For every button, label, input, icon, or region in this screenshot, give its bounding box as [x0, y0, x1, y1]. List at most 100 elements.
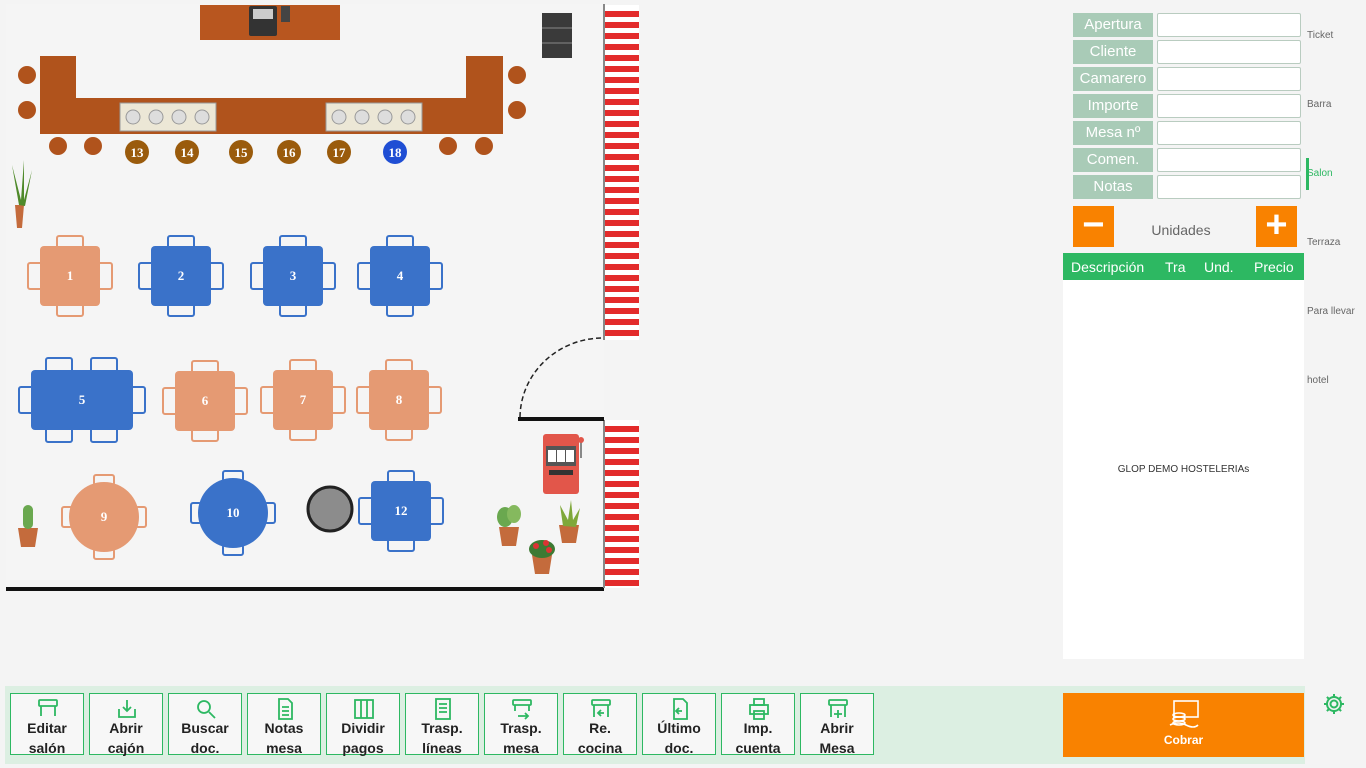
col-tra: Tra [1165, 259, 1186, 275]
bar-stool-18[interactable]: 18 [383, 140, 407, 164]
round-pillar [306, 485, 354, 533]
drawer-icon [118, 700, 136, 718]
table-number: 12 [395, 503, 408, 518]
svg-text:17: 17 [333, 145, 347, 160]
lines-table-body[interactable]: GLOP DEMO HOSTELERIAs [1063, 280, 1304, 659]
cash-payment-icon [1169, 700, 1199, 728]
toolbar-button-label: Re.cocina [577, 720, 623, 756]
table-number: 10 [227, 505, 240, 520]
table-3[interactable]: 3 [250, 235, 336, 317]
bar-stool-13[interactable]: 13 [125, 140, 149, 164]
cactus-icon [18, 505, 38, 547]
door [518, 337, 604, 421]
svg-text:13: 13 [131, 145, 145, 160]
field-importe[interactable] [1157, 94, 1301, 118]
field-comen[interactable] [1157, 148, 1301, 172]
bar-stool-16[interactable]: 16 [277, 140, 301, 164]
label-camarero: Camarero [1073, 67, 1153, 91]
field-notas[interactable] [1157, 175, 1301, 199]
bar-stool-14[interactable]: 14 [175, 140, 199, 164]
zone-tab-terraza[interactable]: Terraza [1307, 237, 1341, 248]
field-camarero[interactable] [1157, 67, 1301, 91]
terrace-railing [605, 5, 639, 340]
plus-button[interactable]: + [1256, 206, 1297, 247]
field-apertura[interactable] [1157, 13, 1301, 37]
label-notas: Notas [1073, 175, 1153, 199]
plant-icon [497, 505, 521, 546]
bar-stools-decor [18, 66, 526, 155]
field-mesan[interactable] [1157, 121, 1301, 145]
toolbar-button-re-cocina[interactable]: Re.cocina [563, 693, 637, 756]
label-importe: Importe [1073, 94, 1153, 118]
table-2[interactable]: 2 [138, 235, 224, 317]
move-table-icon [512, 699, 532, 720]
bar-stool-17[interactable]: 17 [327, 140, 351, 164]
table-5[interactable]: 5 [18, 357, 146, 443]
table-number: 6 [202, 393, 209, 408]
cabinet [542, 13, 572, 58]
table-6[interactable]: 6 [162, 360, 248, 442]
last-doc-icon [673, 698, 688, 720]
table-number: 7 [300, 392, 307, 407]
table-number: 4 [397, 268, 404, 283]
cobrar-button[interactable]: Cobrar [1063, 693, 1304, 757]
zone-tab-barra[interactable]: Barra [1307, 99, 1332, 110]
label-apertura: Apertura [1073, 13, 1153, 37]
demo-watermark: GLOP DEMO HOSTELERIAs [1117, 464, 1250, 475]
zone-tab-ticket[interactable]: Ticket [1307, 30, 1334, 41]
minus-button[interactable]: − [1073, 206, 1114, 247]
cobrar-label: Cobrar [1163, 733, 1204, 747]
table-7[interactable]: 7 [260, 359, 346, 441]
svg-text:16: 16 [283, 145, 297, 160]
table-4[interactable]: 4 [357, 235, 443, 317]
zone-tab-para-llevar[interactable]: Para llevar [1307, 306, 1355, 317]
svg-text:15: 15 [235, 145, 249, 160]
table-9[interactable]: 9 [61, 474, 147, 560]
flower-plant-icon [529, 540, 555, 574]
table-number: 8 [396, 392, 403, 407]
terrace-railing [605, 420, 639, 588]
table-number: 5 [79, 392, 86, 407]
bar-stool-15[interactable]: 15 [229, 140, 253, 164]
zone-tab-salon[interactable]: Salon [1307, 168, 1333, 179]
table-1[interactable]: 1 [27, 235, 113, 317]
zone-active-indicator [1306, 158, 1309, 190]
open-table-icon [828, 699, 848, 718]
search-icon [197, 700, 216, 719]
lines-table-header: Descripción Tra Und. Precio [1063, 253, 1304, 280]
toolbar-button-label: Imp.cuenta [735, 720, 781, 756]
plant-icon [559, 500, 580, 543]
label-comen: Comen. [1073, 148, 1153, 172]
field-cliente[interactable] [1157, 40, 1301, 64]
svg-text:14: 14 [181, 145, 195, 160]
label-cliente: Cliente [1073, 40, 1153, 64]
table-8[interactable]: 8 [356, 359, 442, 441]
gear-icon[interactable] [1322, 692, 1346, 716]
toolbar-button-label: Trasp.líneas [421, 720, 463, 756]
toolbar-button-trasp-líneas[interactable]: Trasp.líneas [405, 693, 479, 756]
split-icon [354, 699, 374, 719]
col-descripcion: Descripción [1071, 259, 1145, 275]
zone-tab-hotel[interactable]: hotel [1307, 375, 1329, 386]
toolbar-button-trasp-mesa[interactable]: Trasp.mesa [484, 693, 558, 756]
table-12[interactable]: 12 [358, 470, 444, 552]
units-label: Unidades [1151, 222, 1211, 238]
table-10[interactable]: 10 [190, 470, 276, 556]
table-number: 1 [67, 268, 74, 283]
label-mesan: Mesa nº [1073, 121, 1153, 145]
notes-icon [278, 698, 293, 720]
toolbar-button-imp-cuenta[interactable]: Imp.cuenta [721, 693, 795, 756]
